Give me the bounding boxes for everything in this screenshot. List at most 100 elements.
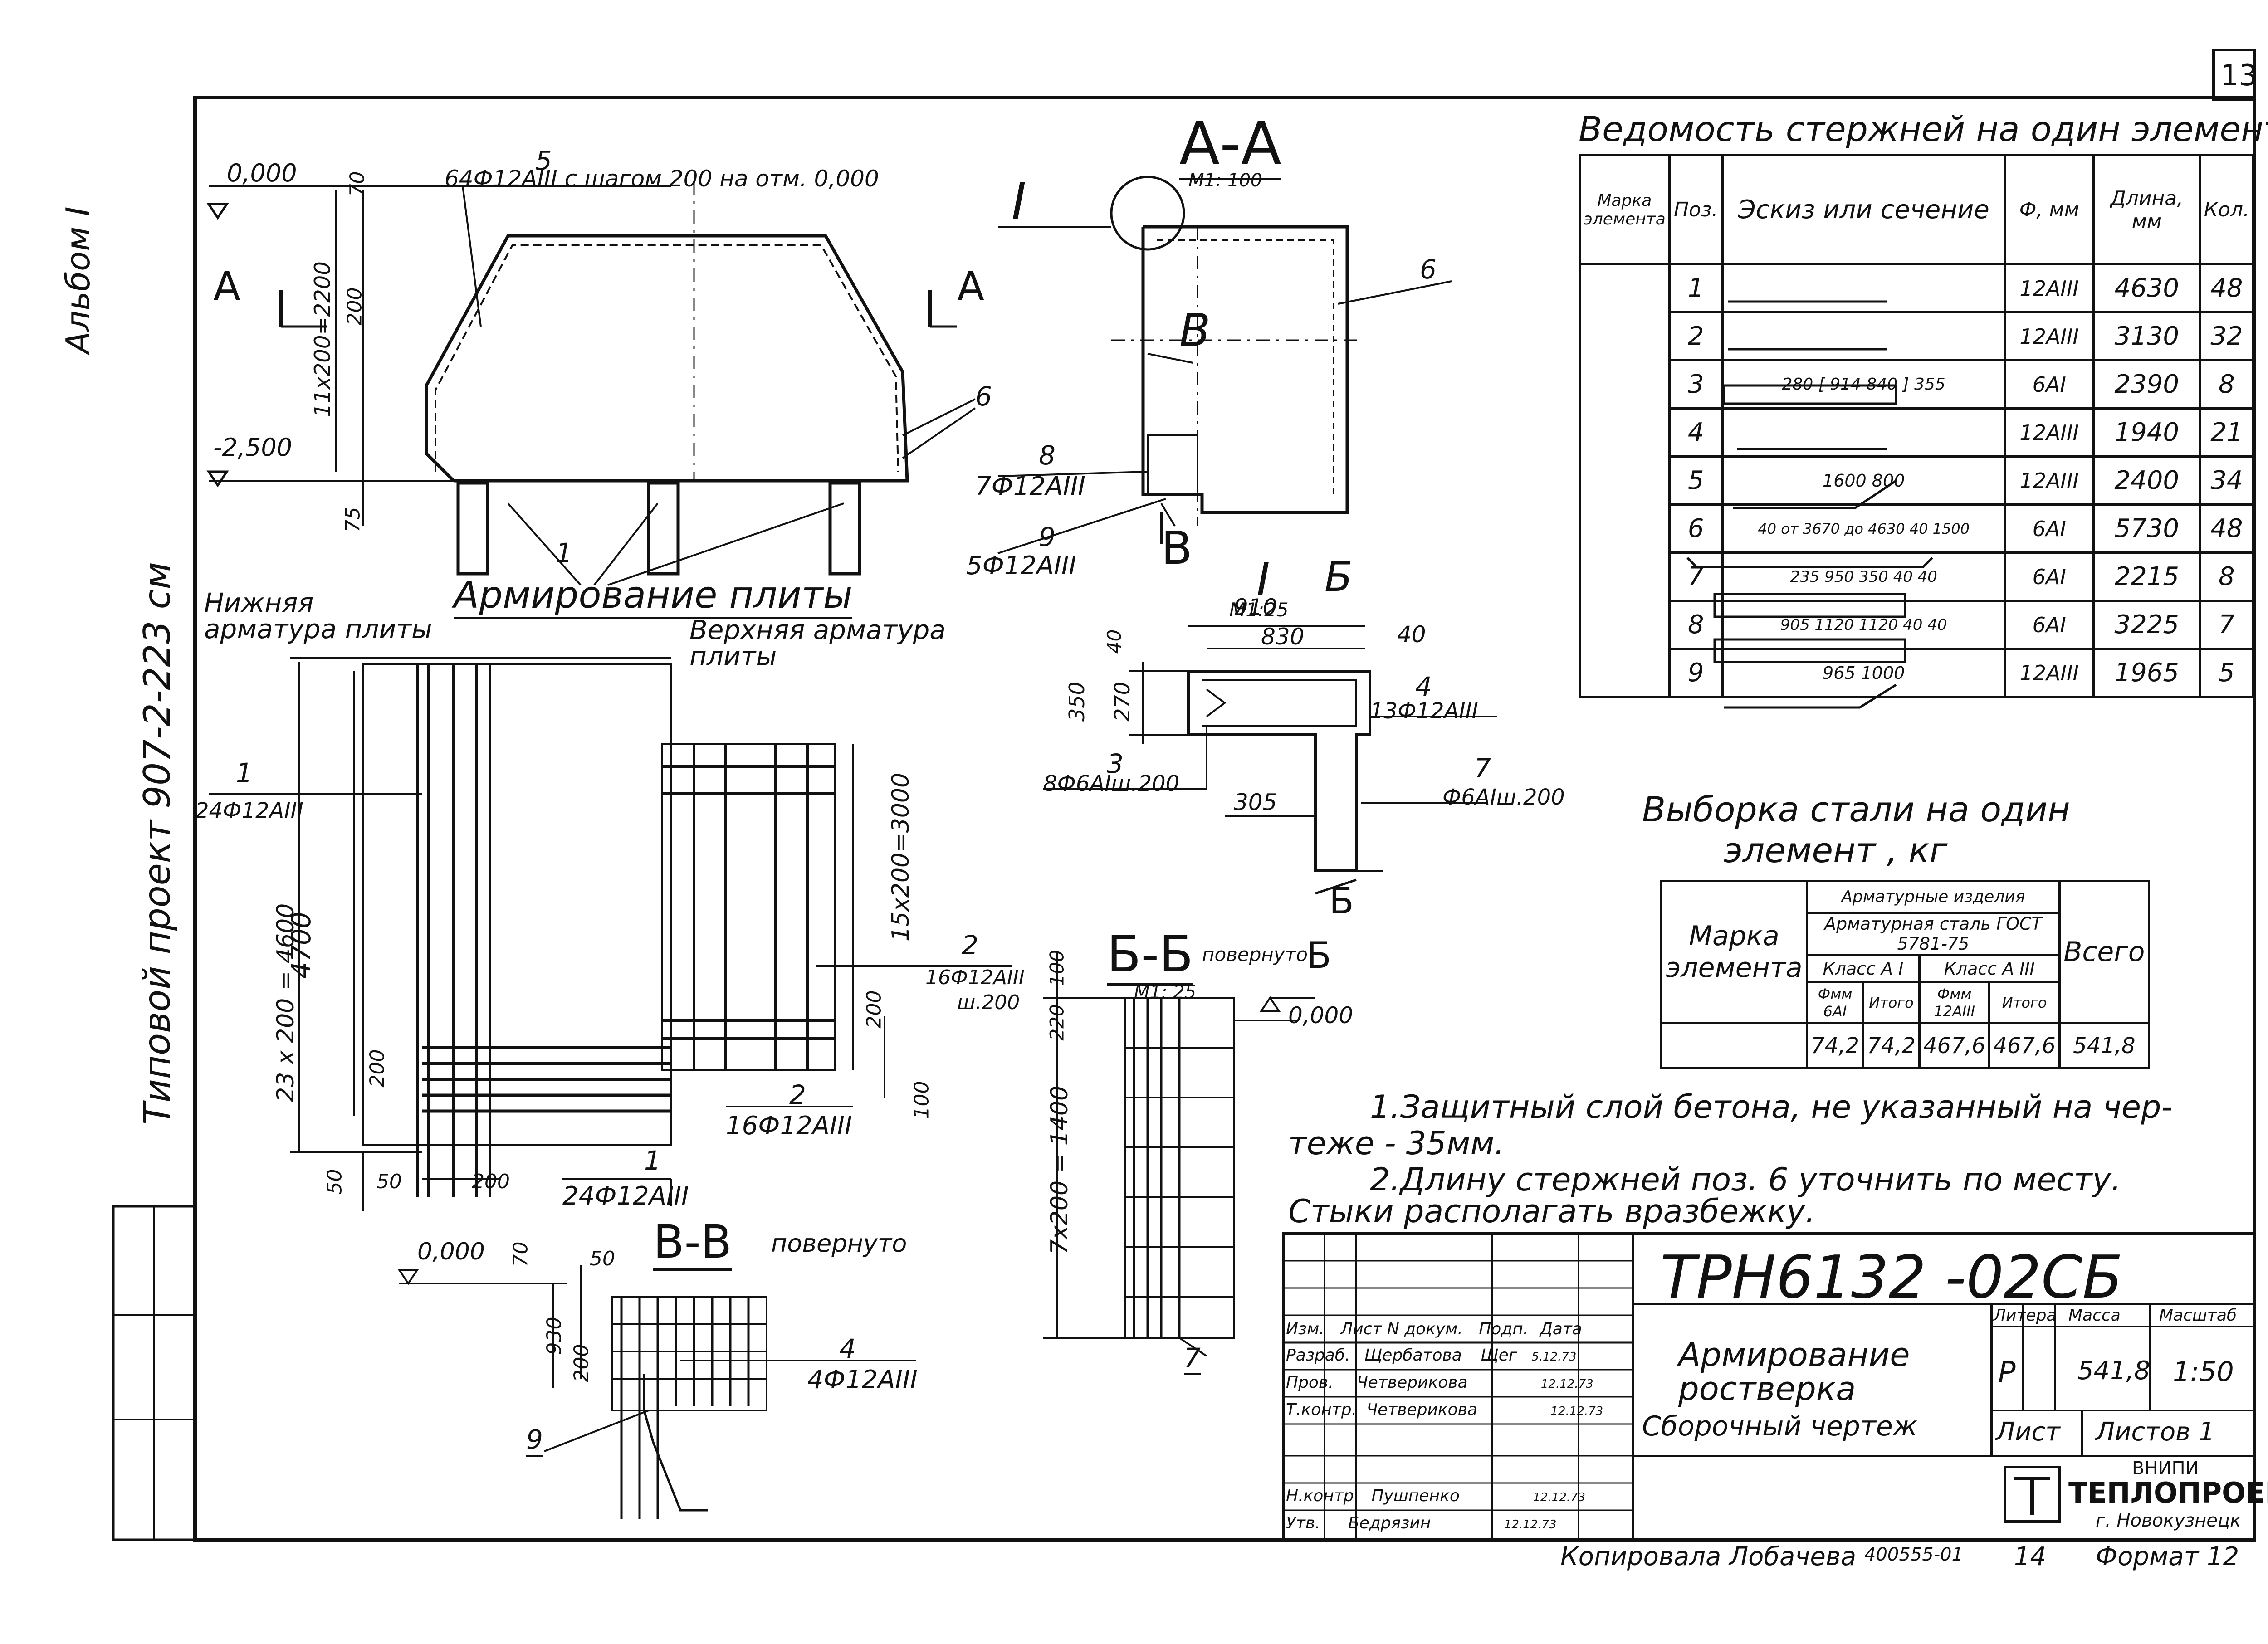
- tb-row: Н.контр. Пушпенко 12.12.73: [1286, 1487, 1585, 1505]
- schedule-row: 9 965 1000 12АIII 1965 5: [1580, 648, 2255, 698]
- section-vv-callout-9: 9: [526, 1424, 543, 1457]
- footer-order: 400555-01: [1864, 1544, 1964, 1565]
- schedule-qty: 8: [2199, 551, 2255, 602]
- bottom-callout-2-text: 16Ф12АIII: [726, 1111, 852, 1141]
- tb-name: Бедрязин: [1348, 1514, 1431, 1532]
- schedule-dia: 12АIII: [2004, 263, 2095, 313]
- callout-9-num: 9: [1039, 522, 1056, 552]
- org-line-1: ВНИПИ: [2132, 1458, 2199, 1479]
- schedule-header-qty: Кол.: [2199, 154, 2255, 265]
- drawing-name-1: Армирование: [1678, 1336, 1910, 1374]
- dim-100: 100: [910, 1081, 934, 1119]
- schedule-pos: 9: [1668, 648, 1724, 698]
- note-line-4: Стыки располагать вразбежку.: [1288, 1193, 1816, 1230]
- dim-305: 305: [1234, 789, 1277, 815]
- slab-callout-2-step: ш.200: [957, 991, 1020, 1014]
- schedule-sketch: 40 от 3670 до 4630 40 1500: [1721, 503, 2006, 554]
- schedule-length: 2390: [2092, 359, 2201, 410]
- schedule-qty: 21: [2199, 407, 2255, 458]
- section-vv-callout-4-text: 4Ф12АIII: [807, 1365, 918, 1395]
- section-aa-title: А-А: [1179, 109, 1281, 180]
- section-bb-dim-220: 220: [1046, 1004, 1068, 1041]
- dim-23x200: 23 х 200 = 4600: [272, 903, 299, 1102]
- schedule-dia: 12АIII: [2004, 311, 2095, 361]
- section-bb-title: Б-Б: [1107, 925, 1193, 986]
- dim-vertical: 11х200=2200: [310, 261, 336, 417]
- mass-value: 541,8: [2077, 1356, 2151, 1385]
- section-bb-dim-100: 100: [1046, 950, 1068, 986]
- callout-8-num: 8: [1039, 440, 1056, 471]
- tb-role: Пров.: [1286, 1373, 1334, 1392]
- tb-date: 12.12.73: [1504, 1518, 1557, 1532]
- sheet-number-box: [2212, 49, 2256, 101]
- dim-50-a: 50: [323, 1169, 347, 1195]
- schedule-length: 4630: [2092, 263, 2201, 313]
- steel-group: Арматурные изделия: [1806, 880, 2061, 914]
- tb-role: Утв.: [1286, 1514, 1320, 1532]
- schedule-length: 5730: [2092, 503, 2201, 554]
- steel-value: 467,6: [1988, 1022, 2061, 1069]
- schedule-pos: 6: [1668, 503, 1724, 554]
- steel-sub-total-a3: Итого: [1988, 981, 2061, 1024]
- callout-9-text: 5Ф12АIII: [966, 551, 1076, 581]
- footer-format: Формат 12: [2096, 1542, 2239, 1571]
- org-line-3: г. Новокузнецк: [2096, 1510, 2241, 1531]
- tb-row: Утв. Бедрязин 12.12.73: [1286, 1514, 1557, 1532]
- schedule-pos: 5: [1668, 455, 1724, 506]
- sheet-label: Лист: [1996, 1417, 2060, 1447]
- section-vv-dim-930: 930: [543, 1317, 566, 1355]
- section-aa-outline: [997, 176, 1452, 554]
- schedule-length: 1965: [2092, 648, 2201, 698]
- schedule-row: 3 280 [ 914 840 ] 355 6АI 2390 8: [1580, 359, 2255, 410]
- bottom-callout-1-text: 24Ф12АIII: [562, 1181, 689, 1211]
- dim-200-a: 200: [366, 1049, 389, 1088]
- schedule-pos: 7: [1668, 551, 1724, 602]
- schedule-row: 7 235 950 350 40 40 6АI 2215 8: [1580, 551, 2255, 602]
- tb-date: 12.12.73: [1533, 1491, 1586, 1504]
- litera-label: Литера: [1994, 1306, 2057, 1325]
- callout-5-num: 5: [535, 145, 552, 176]
- steel-summary-table: Марка элемента Арматурные изделия Всего …: [1660, 880, 2151, 1069]
- steel-class-a1: Класс А I: [1806, 954, 1921, 983]
- schedule-length: 2400: [2092, 455, 2201, 506]
- callout-1: 1: [556, 537, 572, 568]
- section-vv-callout-4-num: 4: [839, 1333, 856, 1364]
- schedule-dia: 6АI: [2004, 600, 2095, 650]
- tb-role: Т.контр.: [1286, 1400, 1357, 1419]
- tb-name: Лист N докум.: [1340, 1320, 1463, 1338]
- steel-sub-total-a1: Итого: [1862, 981, 1921, 1024]
- node-callout-3-text: 8Ф6АIш.200: [1043, 771, 1180, 796]
- schedule-qty: 34: [2199, 455, 2255, 506]
- steel-col-total: Всего: [2058, 880, 2151, 1024]
- section-vv-dim-70: 70: [509, 1241, 533, 1267]
- schedule-qty: 8: [2199, 359, 2255, 410]
- node-i-mark: Б: [1325, 553, 1353, 601]
- steel-value-total: 541,8: [2058, 1022, 2151, 1069]
- steel-values-mark: [1660, 1022, 1809, 1069]
- section-bb-callout-7: 7: [1184, 1342, 1201, 1375]
- schedule-title: Ведомость стержней на один элемент: [1579, 109, 2268, 149]
- tb-row: Разраб. Щербатова Щег 5.12.73: [1286, 1346, 1576, 1365]
- plan-caption: Армирование плиты: [454, 574, 853, 619]
- node-callout-4-num: 4: [1415, 671, 1432, 702]
- drawing-name-3: Сборочный чертеж: [1642, 1410, 1917, 1442]
- schedule-sketch: [1721, 263, 2006, 313]
- bottom-callout-2-num: 2: [789, 1079, 806, 1110]
- scale-value: 1:50: [2173, 1356, 2234, 1388]
- schedule-header-pos: Поз.: [1668, 154, 1724, 265]
- footer-copied: Копировала Лобачева: [1560, 1542, 1857, 1571]
- tb-name: Щербатова: [1364, 1346, 1462, 1365]
- section-aa-scale: М1: 100: [1188, 170, 1262, 191]
- schedule-sketch: 280 [ 914 840 ] 355: [1721, 359, 2006, 410]
- tb-row-header: Изм. Лист N докум. Подп. Дата: [1286, 1320, 1582, 1338]
- project-label: Типовой проект 907-2-223 см: [136, 561, 178, 1125]
- schedule-row: 2 12АIII 3130 32: [1580, 311, 2255, 361]
- dim-910: 910: [1234, 594, 1277, 620]
- mass-label: Масса: [2068, 1306, 2121, 1325]
- section-bb-elev: 0,000: [1288, 1002, 1354, 1029]
- schedule-row: 6 40 от 3670 до 4630 40 1500 6АI 5730 48: [1580, 503, 2255, 554]
- schedule-qty: 48: [2199, 503, 2255, 554]
- steel-title-1: Выборка стали на один: [1642, 789, 2070, 829]
- callout-6: 6: [975, 381, 992, 412]
- litera-value: Р: [1998, 1356, 2016, 1390]
